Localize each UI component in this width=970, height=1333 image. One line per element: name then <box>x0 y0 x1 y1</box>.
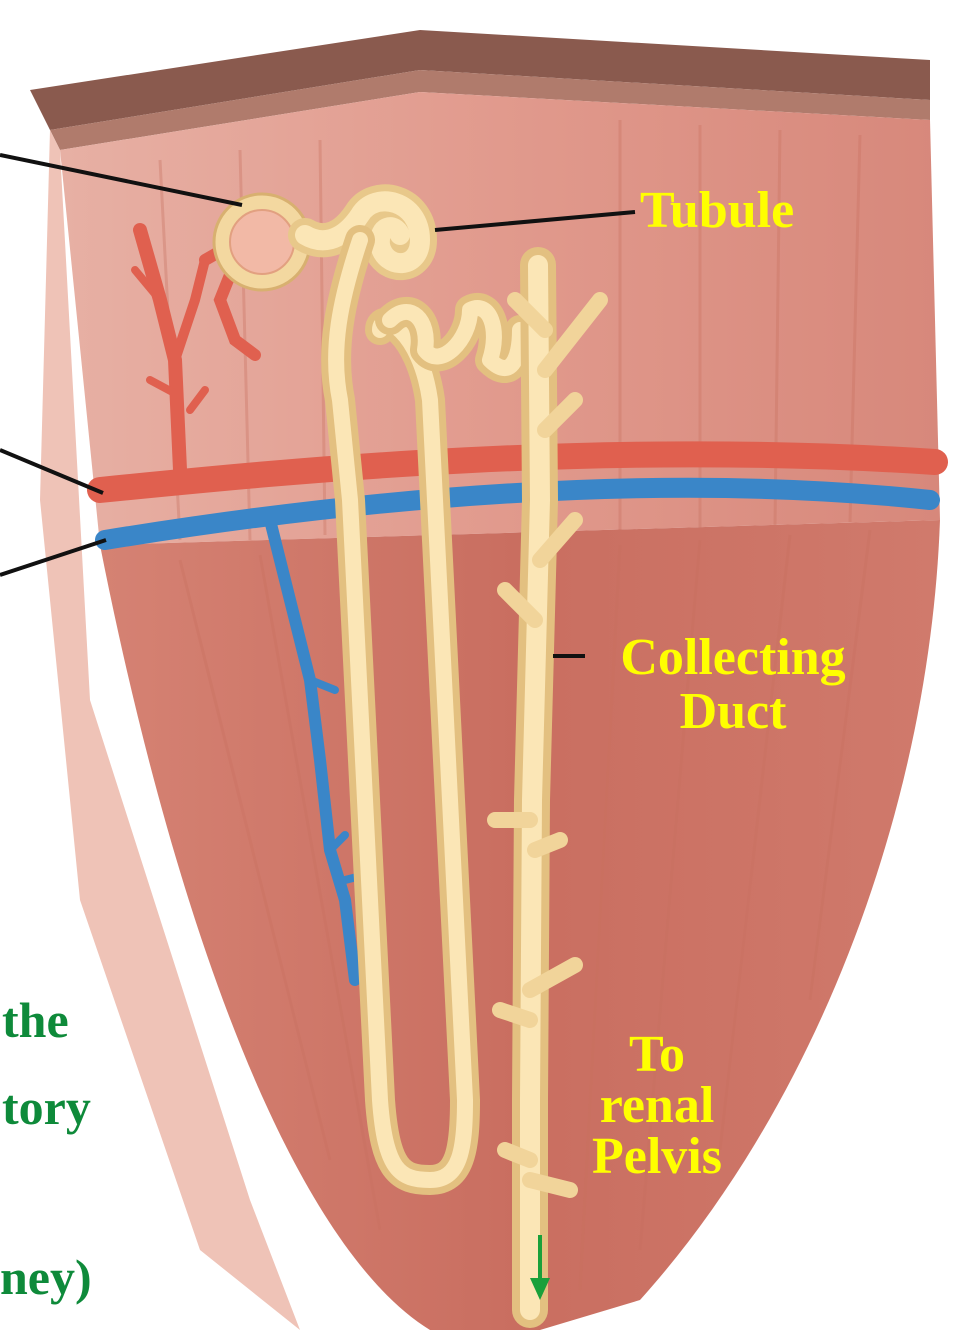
label-to-renal-pelvis: To renal Pelvis <box>572 1030 742 1183</box>
side-text-line1: the <box>2 995 69 1045</box>
side-text-line2: tory <box>2 1082 91 1132</box>
label-to: To <box>572 1030 742 1081</box>
label-collecting-line1: Collecting <box>592 632 874 684</box>
label-collecting-duct: Collecting Duct <box>592 632 874 738</box>
label-collecting-line2: Duct <box>592 686 874 738</box>
label-pelvis: Pelvis <box>572 1132 742 1183</box>
label-tubule: Tubule <box>640 185 794 237</box>
side-text-line3: ney) <box>0 1252 92 1302</box>
label-renal: renal <box>572 1081 742 1132</box>
